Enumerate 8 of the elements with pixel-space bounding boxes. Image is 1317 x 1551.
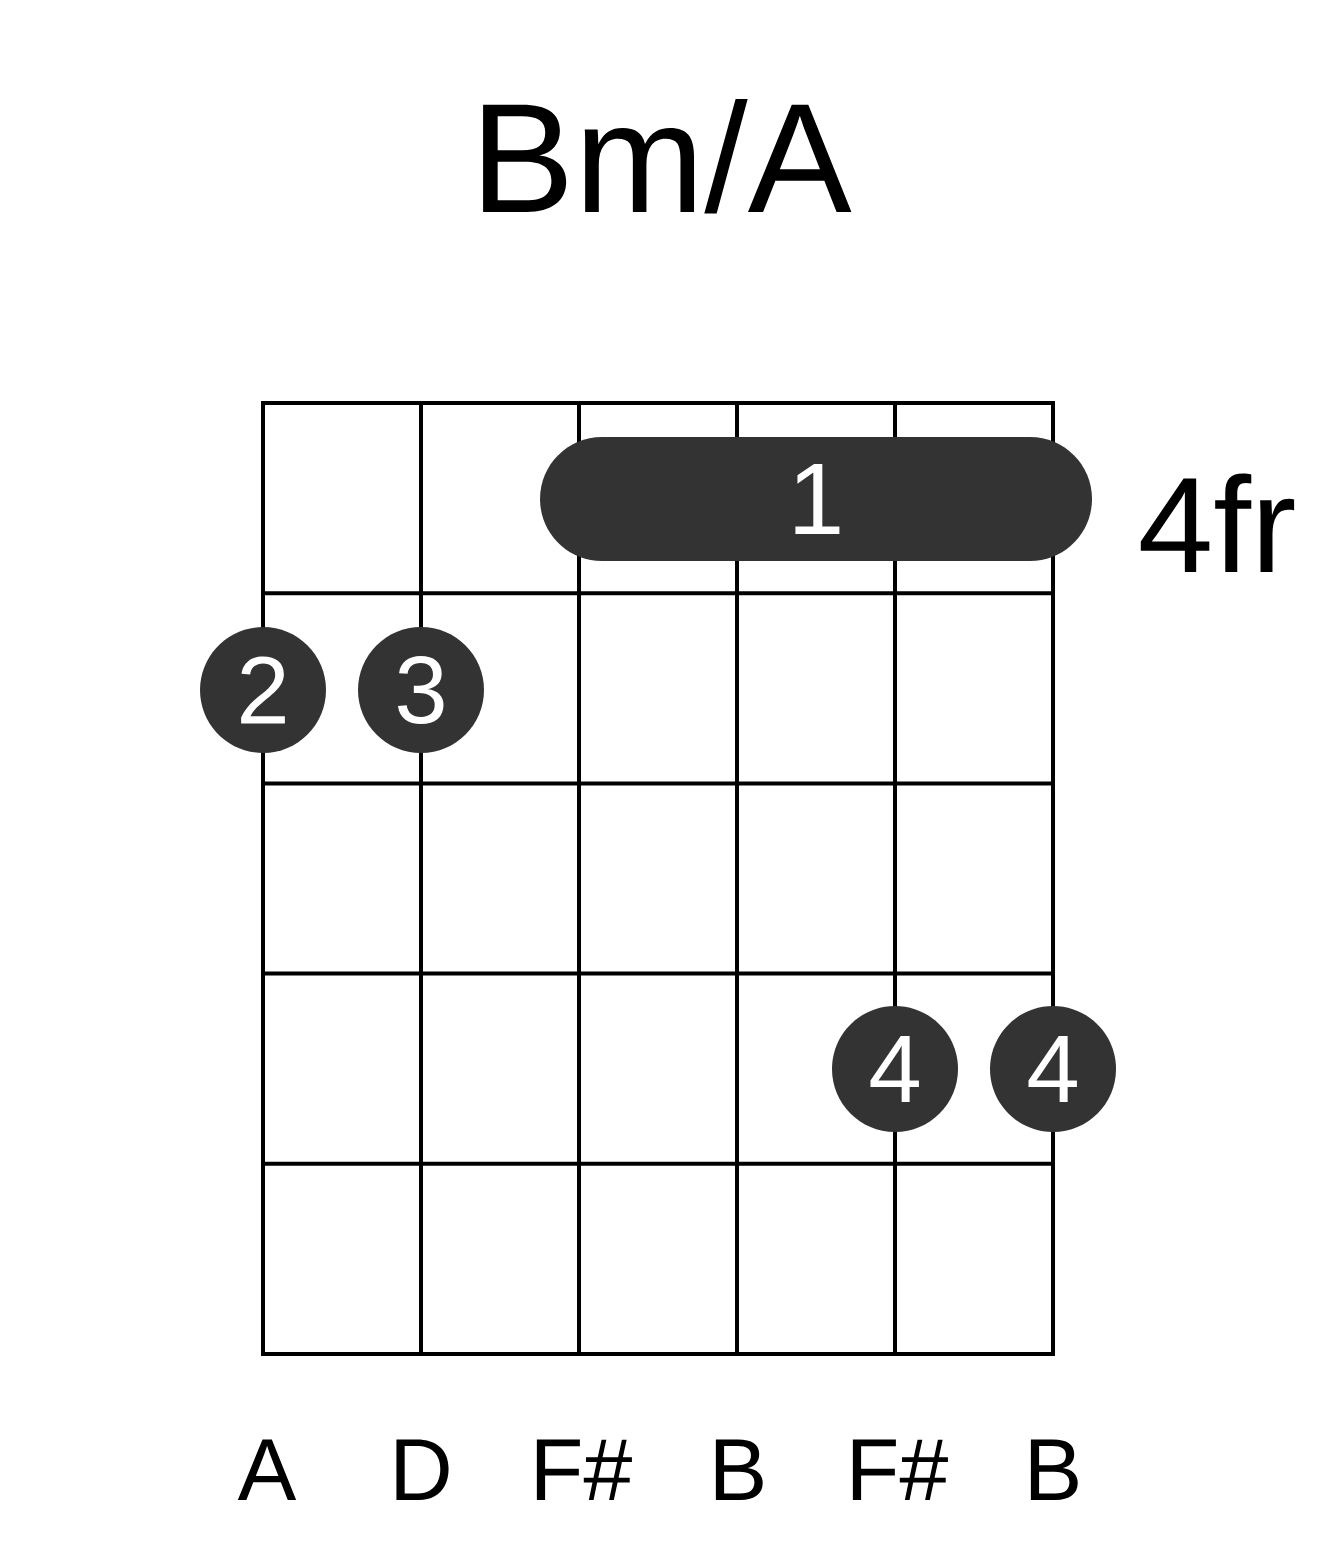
string-name: F#: [536, 1439, 632, 1500]
chord-title: Bm/A: [483, 99, 852, 214]
barre-bar: 1: [540, 437, 1092, 561]
string-name: B: [1030, 1439, 1078, 1500]
string-name: A: [237, 1439, 297, 1500]
string-name: B: [715, 1439, 763, 1500]
string-name: F#: [852, 1439, 948, 1500]
string-name: D: [396, 1439, 449, 1500]
